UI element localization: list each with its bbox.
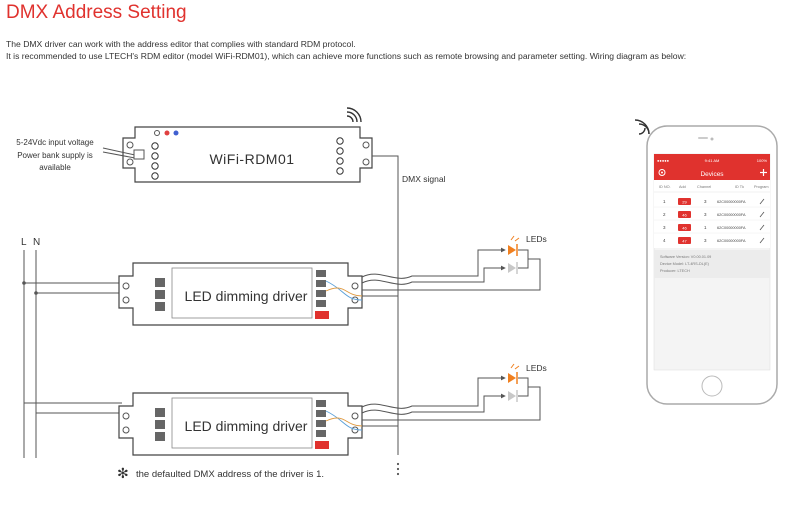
power-label-1: 5-24Vdc input voltage xyxy=(16,138,94,147)
rdm-editor: WiFi-RDM01 xyxy=(122,107,373,183)
footnote-symbol: ✻ xyxy=(117,466,129,482)
row-no: 1 xyxy=(663,199,666,204)
footnote-text: the defaulted DMX address of the driver … xyxy=(136,469,324,480)
dmx-signal-label: DMX signal xyxy=(402,174,446,184)
row-id: 62C00000000FA xyxy=(717,200,746,204)
intro-line-1: The DMX driver can work with the address… xyxy=(6,39,356,49)
led-group-2: LEDs xyxy=(508,363,547,402)
col-header-addr: Add xyxy=(679,185,686,189)
table-row[interactable]: 4 47 3 62C00000000FA xyxy=(663,237,765,244)
leds-label-2: LEDs xyxy=(526,363,547,373)
row-channel: 3 xyxy=(704,199,707,204)
info-producer: Producer: LTECH xyxy=(660,269,690,273)
table-header: ID NO. Add Channel ID Tk Program xyxy=(659,185,769,189)
row-no: 3 xyxy=(663,225,666,230)
edit-icon[interactable] xyxy=(759,237,765,244)
table-row[interactable]: 2 46 3 62C00000000FA xyxy=(654,211,770,221)
row-addr: 46 xyxy=(682,226,687,231)
col-header-id: ID Tk xyxy=(735,185,744,189)
page-title: DMX Address Setting xyxy=(6,2,187,23)
table-row[interactable]: 3 46 1 62C00000000FA xyxy=(654,224,770,234)
mains-lines: L N xyxy=(21,237,122,458)
intro-line-2: It is recommended to use LTECH's RDM edi… xyxy=(6,51,687,61)
led-on-icon xyxy=(508,363,520,384)
plus-icon[interactable] xyxy=(760,169,767,176)
row-channel: 3 xyxy=(704,212,707,217)
driver-2: LED dimming driver xyxy=(118,392,363,456)
col-header-program: Program xyxy=(754,185,769,189)
status-signal: ●●●●● xyxy=(657,158,670,163)
led-off-icon xyxy=(508,262,518,274)
edit-icon[interactable] xyxy=(759,198,765,205)
row-no: 2 xyxy=(663,212,666,217)
driver-1: LED dimming driver xyxy=(118,262,363,326)
status-time: 9:41 AM xyxy=(705,158,720,163)
led-group-1: LEDs xyxy=(508,234,547,274)
row-addr: 47 xyxy=(682,239,687,244)
intro-text: The DMX driver can work with the address… xyxy=(6,38,686,62)
row-no: 4 xyxy=(663,238,666,243)
mains-n-label: N xyxy=(33,237,40,248)
power-input: 5-24Vdc input voltage Power bank supply … xyxy=(16,138,145,172)
phone: ●●●●● 9:41 AM 100% Devices ID NO. Add Ch… xyxy=(646,125,778,405)
gear-icon[interactable] xyxy=(658,169,666,176)
edit-icon[interactable] xyxy=(759,211,765,218)
col-header-channel: Channel xyxy=(697,185,711,189)
power-label-3: available xyxy=(39,163,71,172)
dmx-signal-line xyxy=(372,155,399,455)
edit-icon[interactable] xyxy=(759,224,765,231)
driver-2-dmx-wires xyxy=(325,410,398,431)
row-channel: 1 xyxy=(704,225,707,230)
row-addr: 29 xyxy=(682,200,687,205)
driver-2-label: LED dimming driver xyxy=(185,418,308,434)
driver-1-label: LED dimming driver xyxy=(185,288,308,304)
driver-1-led-wires xyxy=(361,247,541,291)
status-battery: 100% xyxy=(757,158,768,163)
info-model: Device Model: LT-4RS-DL(E) xyxy=(660,262,710,266)
row-channel: 3 xyxy=(704,238,707,243)
row-addr: 46 xyxy=(682,213,687,218)
led-on-icon xyxy=(508,235,520,256)
editor-model-label: WiFi-RDM01 xyxy=(209,151,294,167)
table-row[interactable]: 1 29 3 62C00000000FA xyxy=(654,198,770,208)
phone-wifi-icon xyxy=(634,119,650,135)
power-label-2: Power bank supply is xyxy=(17,151,93,160)
row-id: 62C00000000FA xyxy=(717,213,746,217)
wifi-icon xyxy=(346,107,362,123)
leds-label-1: LEDs xyxy=(526,234,547,244)
mains-l-label: L xyxy=(21,237,27,248)
col-header-no: ID NO. xyxy=(659,185,671,189)
row-id: 62C00000000FA xyxy=(717,226,746,230)
led-off-icon xyxy=(508,390,518,402)
driver-1-dmx-wires xyxy=(325,280,398,301)
info-software: Software Version: V0.00.01.09 xyxy=(660,255,711,259)
app-header-title: Devices xyxy=(700,171,724,178)
continuation-dots xyxy=(396,462,400,476)
row-id: 62C00000000FA xyxy=(717,239,746,243)
driver-2-led-wires xyxy=(361,375,541,421)
